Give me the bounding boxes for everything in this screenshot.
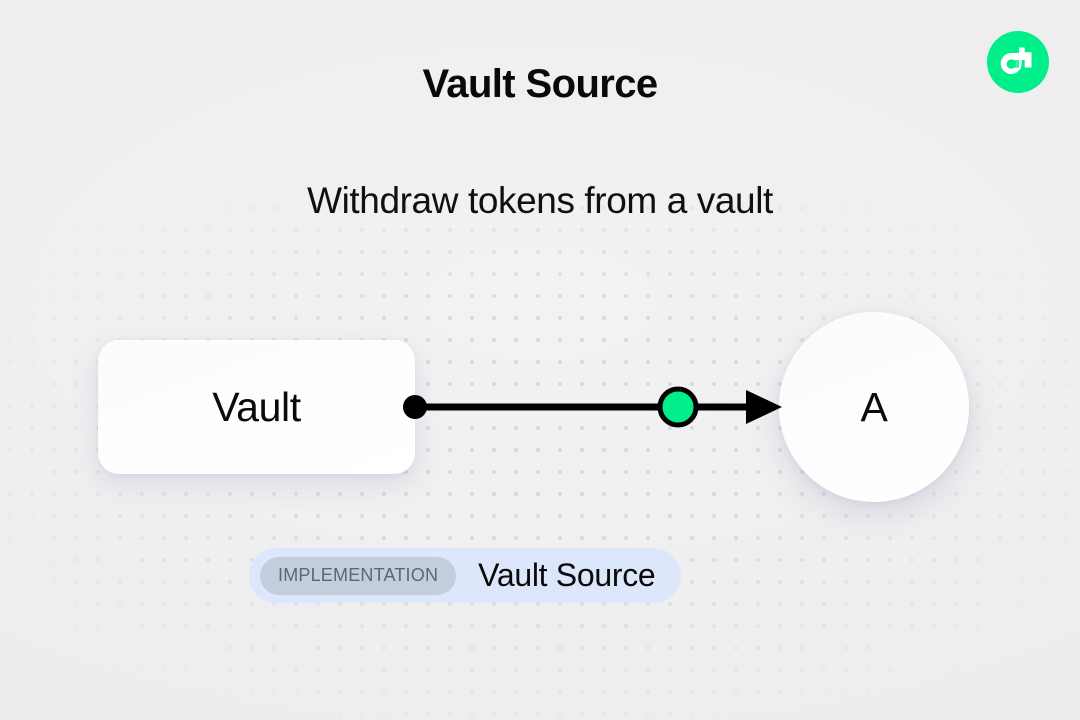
edge-midpoint-handle[interactable] (657, 386, 699, 428)
implementation-name: Vault Source (478, 557, 656, 593)
implementation-kind-pill: IMPLEMENTATION (260, 556, 457, 595)
implementation-kind-label: IMPLEMENTATION (278, 565, 439, 585)
implementation-badge[interactable]: IMPLEMENTATION Vault Source (249, 548, 682, 603)
edge-source-handle[interactable] (403, 395, 427, 419)
edge-arrowhead-icon (746, 390, 782, 424)
node-a-label: A (860, 383, 888, 430)
flow-logo-icon (987, 31, 1049, 93)
page-subtitle: Withdraw tokens from a vault (307, 180, 773, 221)
node-vault-label: Vault (212, 383, 301, 430)
page-title: Vault Source (422, 62, 658, 106)
node-a[interactable]: A (779, 312, 969, 502)
node-vault[interactable]: Vault (98, 340, 415, 474)
